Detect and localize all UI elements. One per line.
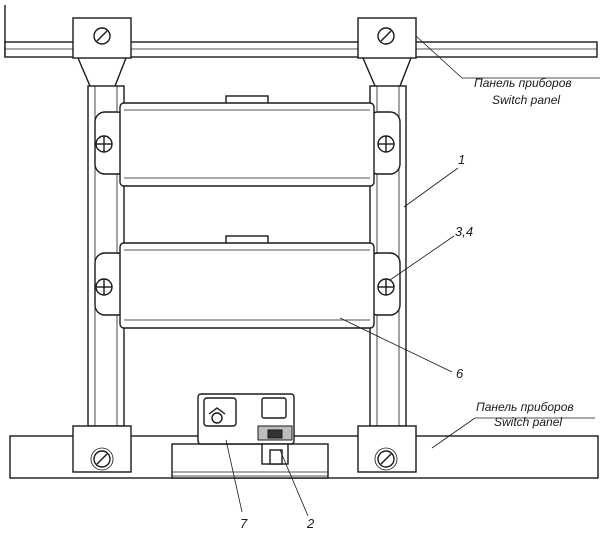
callout-6: 6	[456, 366, 464, 381]
bottom-panel-label-ru: Панель приборов	[476, 400, 574, 414]
callout-1: 1	[458, 152, 465, 167]
bottom-panel-label-en: Switch panel	[494, 415, 562, 429]
screw-bottom-right	[374, 447, 398, 471]
leader-lines	[225, 35, 600, 517]
screw-top-left	[93, 27, 111, 45]
screw-bottom-left	[90, 447, 114, 471]
crosshead-screw-4	[377, 278, 395, 296]
top-panel-label-en: Switch panel	[492, 93, 560, 107]
callout-7: 7	[240, 516, 248, 531]
lower-housing	[94, 242, 401, 329]
top-panel-label-ru: Панель приборов	[474, 76, 572, 90]
clamp-assembly	[197, 393, 295, 465]
screw-top-right	[377, 27, 395, 45]
upper-housing	[94, 102, 401, 187]
crosshead-screw-3	[95, 278, 113, 296]
crosshead-screw-1	[95, 135, 113, 153]
crosshead-screw-2	[377, 135, 395, 153]
callout-3-4: 3,4	[455, 224, 473, 239]
callout-2: 2	[306, 516, 315, 531]
